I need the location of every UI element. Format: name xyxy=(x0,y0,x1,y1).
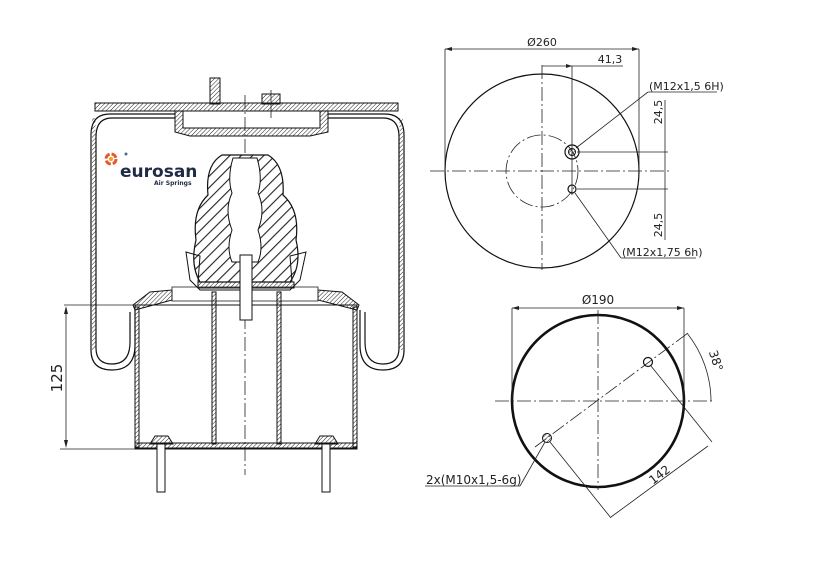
angle-dimension: 38° xyxy=(706,348,726,373)
bolt-thread-label: 2x(M10x1,5-6g) xyxy=(426,473,522,487)
logo-brand: eurosan xyxy=(120,162,197,182)
bottom-stud-left xyxy=(156,443,166,493)
lower-spacing: 24,5 xyxy=(652,213,665,238)
eurosan-logo: eurosan Air Springs xyxy=(104,152,197,187)
inner-tube xyxy=(211,291,217,445)
top-diameter: Ø260 xyxy=(527,36,557,49)
bolt-distance: 142 xyxy=(646,462,673,487)
top-bead-ring xyxy=(174,110,329,137)
top-plate xyxy=(94,102,399,112)
piston-bottom xyxy=(134,442,358,450)
bumper-bolt xyxy=(239,254,253,321)
bottom-view: Ø190 38° 142 2x(M10x1,5-6g) xyxy=(425,293,726,519)
hole-offset: 41,3 xyxy=(598,53,623,66)
height-dimension: 125 xyxy=(48,364,66,393)
bolt-hole-lower xyxy=(542,433,552,443)
bolt-hole-upper xyxy=(642,356,654,368)
side-section-view: 125 xyxy=(48,77,405,493)
top-view: Ø260 41,3 24,5 24,5 (M12x1,5 6H) (M12x1,… xyxy=(430,36,724,270)
lower-thread-label: (M12x1,75 6h) xyxy=(622,246,703,259)
bellows-left xyxy=(90,113,175,371)
bottom-diameter: Ø190 xyxy=(582,293,614,307)
upper-thread-label: (M12x1,5 6H) xyxy=(649,80,724,93)
logo-tagline: Air Springs xyxy=(154,180,192,187)
upper-spacing: 24,5 xyxy=(652,100,665,125)
top-stud xyxy=(209,77,221,105)
bottom-stud-right xyxy=(321,443,331,493)
bellows-right xyxy=(328,113,405,371)
